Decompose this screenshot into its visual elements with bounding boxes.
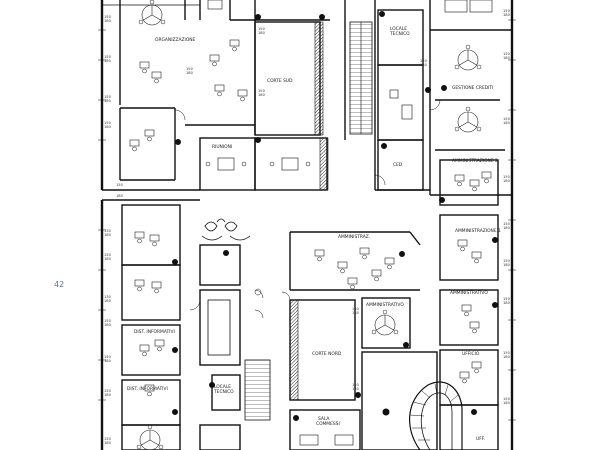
room-amministrativo-right (439, 289, 499, 346)
label-corte-nord: CORTE NORD (312, 351, 342, 357)
label-ufficio: UFFICIO (462, 351, 480, 357)
label-organizzazione: ORGANIZZAZIONE (155, 37, 196, 43)
room-amministrazione-1 (439, 214, 499, 281)
label-amministrativo-right: AMMINISTRATIVO (450, 290, 488, 296)
margin-note: 42 (54, 280, 64, 289)
room-ufficio (439, 349, 499, 450)
room-organizzazione (102, 0, 330, 181)
room-amministrativo-small (361, 297, 411, 349)
label-dist-informativi-2: DIST. INFORMATIVI (127, 386, 168, 392)
corridor-dimension: 150 (116, 183, 124, 187)
room-amministrazione-center (289, 231, 421, 291)
door-swings (174, 99, 441, 319)
room-riunioni (175, 137, 329, 191)
label-riunioni: RIUNIONI (212, 144, 232, 150)
label-gestione-crediti: GESTIONE CREDITI (452, 85, 493, 91)
label-ced: CED (393, 162, 403, 168)
room-left-lower (121, 204, 181, 450)
label-dist-informativi-1: DIST. INFORMATIVI (134, 329, 175, 335)
label-corte-sud: CORTE SUD (267, 78, 293, 84)
spiral-stair (361, 351, 463, 450)
center-service (199, 218, 271, 450)
room-amministrazione-2 (439, 159, 499, 206)
room-corte-nord (289, 299, 361, 401)
label-amministrazione-center: AMMINISTRAZ. (338, 234, 370, 240)
outer-walls (98, 0, 516, 450)
label-amministrazione-2: AMMINISTRAZIONE 2 (452, 158, 498, 164)
stair-top (344, 0, 376, 190)
label-amministrazione-1: AMMINISTRAZIONE 1 (455, 228, 501, 234)
label-ufficio-bottom: UFF. (476, 436, 485, 442)
room-gestione-crediti (429, 0, 512, 195)
svg-text:180: 180 (116, 194, 124, 198)
room-sala-commessi (289, 409, 361, 450)
room-ced (375, 139, 430, 191)
label-amministrativo-small: AMMINISTRATIVO (366, 302, 404, 308)
